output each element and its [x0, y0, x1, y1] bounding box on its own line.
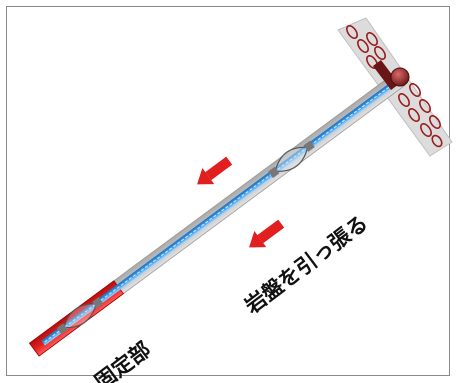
- anchor-head: [372, 60, 410, 90]
- rock-mesh: [346, 25, 443, 148]
- arrow-lower: [249, 219, 285, 248]
- arrow-upper: [197, 156, 233, 185]
- diagram-frame: [6, 6, 450, 376]
- anchor-rod: [28, 72, 406, 357]
- spacer-lower: [56, 297, 104, 335]
- spacer-upper: [268, 140, 315, 178]
